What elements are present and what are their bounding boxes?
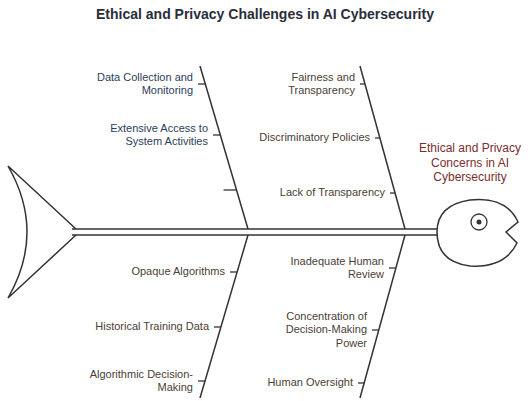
- tick-line: [372, 329, 379, 330]
- bone-line: [200, 235, 248, 398]
- tick-line: [224, 189, 237, 190]
- cause-label: Inadequate Human Review: [284, 255, 384, 281]
- fish-tail: [8, 166, 76, 298]
- tick-line: [214, 326, 221, 327]
- tick-line: [198, 83, 205, 84]
- cause-label: Extensive Access to System Activities: [88, 122, 208, 148]
- fish-pupil: [477, 220, 482, 225]
- tick-line: [360, 83, 365, 84]
- cause-label: Lack of Transparency: [245, 186, 385, 199]
- tick-line: [389, 267, 396, 268]
- tick-line: [213, 134, 220, 135]
- tick-line: [375, 137, 380, 138]
- cause-label: Algorithmic Decision-Making: [83, 368, 193, 394]
- tick-line: [230, 271, 237, 272]
- bone-line: [360, 66, 405, 229]
- bone-line: [200, 66, 248, 229]
- diagram-title: Ethical and Privacy Challenges in AI Cyb…: [0, 6, 530, 22]
- effect-label: Ethical and Privacy Concerns in AI Cyber…: [414, 141, 526, 184]
- tick-line: [198, 380, 205, 381]
- cause-label: Concentration of Decision-Making Power: [252, 310, 367, 350]
- cause-label: Human Oversight: [213, 376, 353, 389]
- cause-label: Fairness and Transparency: [265, 71, 355, 97]
- cause-label: Historical Training Data: [69, 320, 209, 333]
- spine-line: [72, 228, 438, 230]
- spine-line: [72, 234, 438, 236]
- fish-eye: [471, 214, 487, 230]
- cause-label: Data Collection and Monitoring: [83, 71, 193, 97]
- tick-line: [390, 192, 395, 193]
- cause-label: Opaque Algorithms: [85, 265, 225, 278]
- fish-head: [437, 199, 518, 266]
- tick-line: [358, 382, 364, 383]
- cause-label: Discriminatory Policies: [230, 131, 370, 144]
